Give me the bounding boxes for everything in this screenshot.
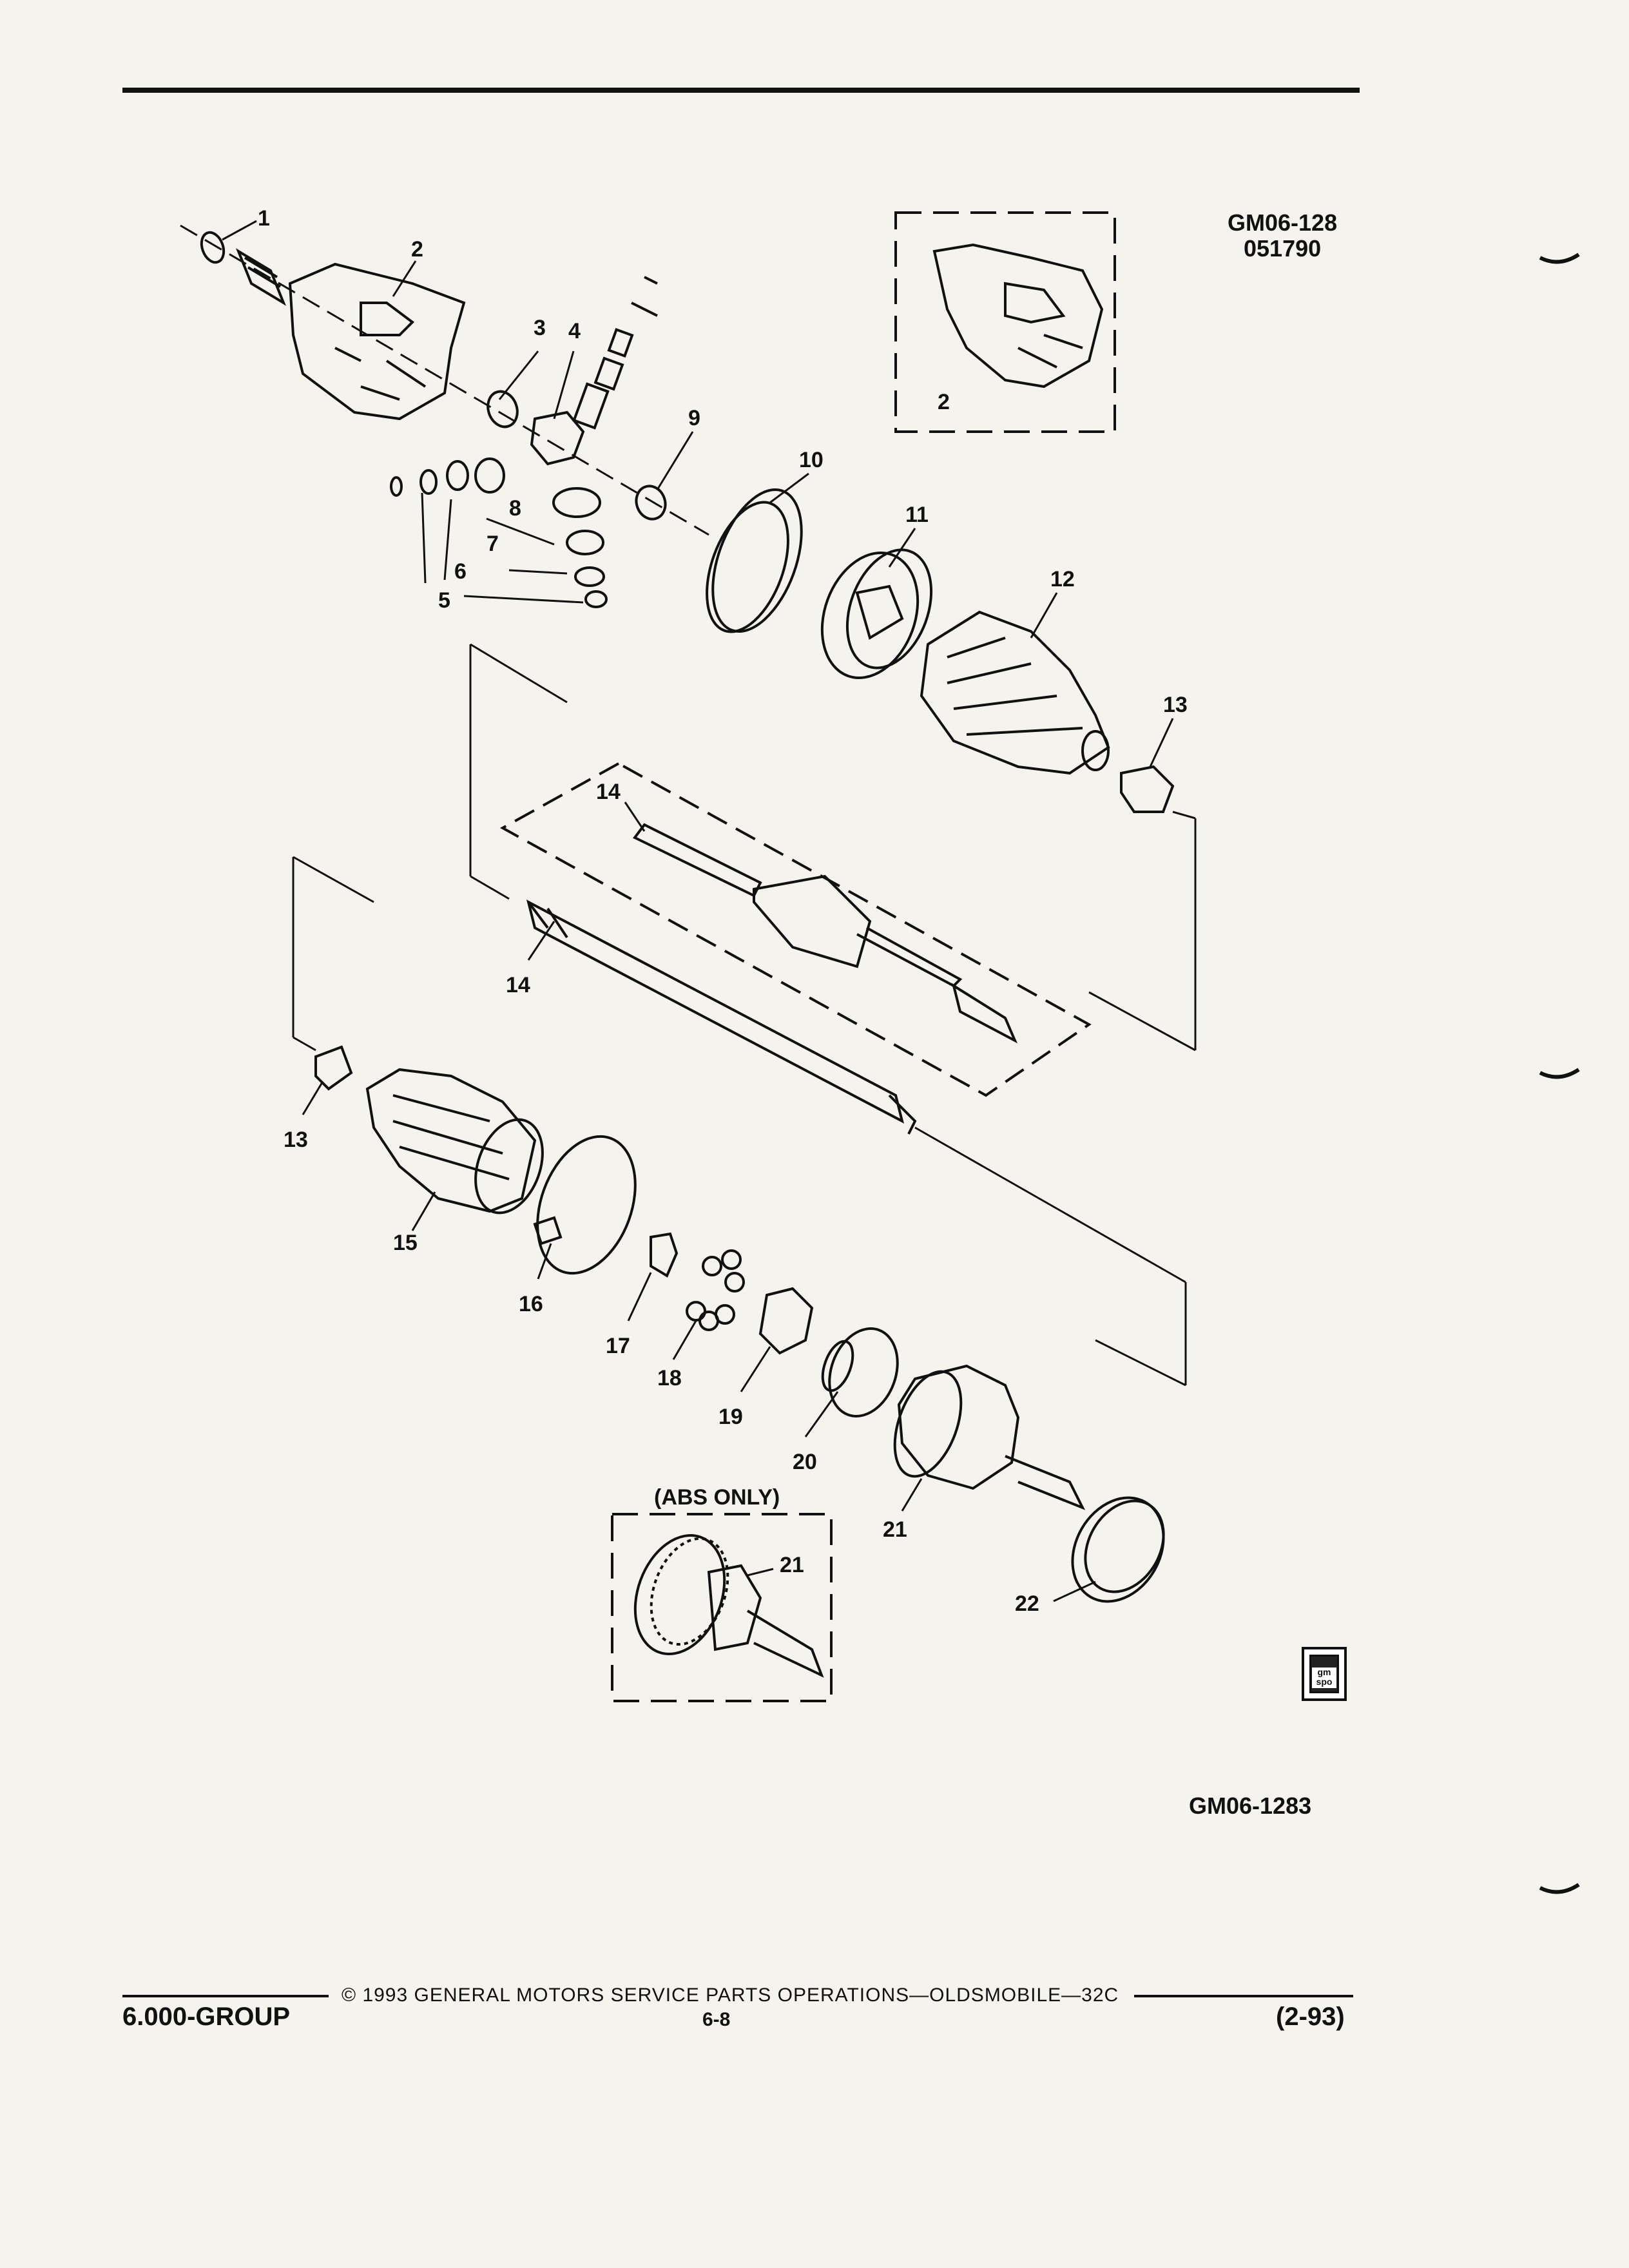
outer-joint-housing bbox=[893, 1364, 1165, 1603]
figure-code: GM06-1283 bbox=[1189, 1792, 1311, 1819]
group-number: 6.000-GROUP bbox=[122, 2003, 291, 2031]
callout-10: 10 bbox=[799, 448, 824, 472]
page-number: 6-8 bbox=[702, 2009, 731, 2030]
callout-11: 11 bbox=[905, 503, 929, 527]
margin-mark bbox=[1539, 1883, 1580, 1894]
boot-and-clamp-upper bbox=[706, 488, 1175, 813]
leader-lines bbox=[222, 220, 1174, 1602]
gm-spo-logo: gm spo bbox=[1302, 1647, 1347, 1701]
callout-21-abs: 21 bbox=[780, 1553, 804, 1577]
callout-2: 2 bbox=[411, 237, 423, 262]
callout-19: 19 bbox=[718, 1405, 743, 1429]
callout-8: 8 bbox=[509, 496, 521, 521]
callout-15: 15 bbox=[393, 1231, 418, 1255]
callout-13-upper: 13 bbox=[1163, 693, 1188, 717]
alternate-housing-box bbox=[894, 211, 1116, 433]
abs-only-label: (ABS ONLY) bbox=[654, 1485, 780, 1510]
margin-mark bbox=[1539, 1068, 1580, 1079]
callout-14: 14 bbox=[506, 973, 530, 997]
halfshaft bbox=[526, 899, 917, 1135]
alternate-shaft-box bbox=[499, 762, 1092, 1097]
callout-5: 5 bbox=[438, 588, 450, 613]
callout-14-alt: 14 bbox=[596, 780, 621, 804]
callout-17: 17 bbox=[606, 1334, 630, 1358]
callout-9: 9 bbox=[688, 406, 700, 430]
callout-20: 20 bbox=[793, 1450, 817, 1474]
margin-mark bbox=[1539, 253, 1580, 264]
callout-21: 21 bbox=[883, 1517, 907, 1542]
callout-3: 3 bbox=[534, 316, 546, 340]
cv-joint-parts bbox=[650, 1232, 899, 1418]
callout-2-alt: 2 bbox=[938, 390, 950, 414]
callout-6: 6 bbox=[454, 559, 467, 584]
callout-16: 16 bbox=[519, 1292, 543, 1316]
copyright-line: © 1993 GENERAL MOTORS SERVICE PARTS OPER… bbox=[342, 1984, 1119, 2006]
callout-18: 18 bbox=[657, 1366, 682, 1390]
abs-only-box bbox=[611, 1513, 833, 1702]
callout-4: 4 bbox=[568, 319, 581, 343]
drawing-date: 051790 bbox=[1244, 235, 1321, 262]
callout-12: 12 bbox=[1050, 567, 1075, 591]
gm-spo-logo-text: gm spo bbox=[1312, 1667, 1336, 1688]
drawing-code: GM06-128 bbox=[1228, 209, 1337, 236]
tripod-parts bbox=[390, 276, 667, 608]
callout-13-lower: 13 bbox=[284, 1128, 308, 1152]
callout-7: 7 bbox=[487, 532, 499, 556]
callout-1: 1 bbox=[258, 206, 270, 231]
callout-22: 22 bbox=[1015, 1591, 1039, 1616]
inner-joint-housing bbox=[180, 224, 709, 536]
guide-lines bbox=[292, 643, 1197, 1387]
boot-and-clamp-lower bbox=[314, 1045, 637, 1275]
revision-date: (2-93) bbox=[1276, 2003, 1345, 2031]
